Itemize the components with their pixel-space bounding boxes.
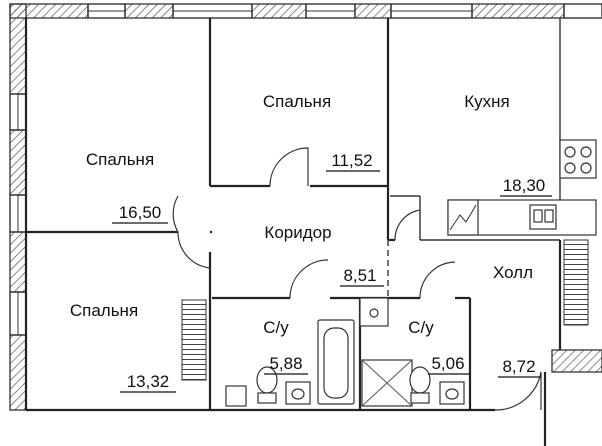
room-area: 8,51 <box>343 266 376 285</box>
room-name: Кухня <box>464 92 510 111</box>
room-name: С/у <box>408 318 434 337</box>
room-area: 8,72 <box>502 357 535 376</box>
room-hall: Холл 8,72 <box>493 263 541 378</box>
room-area: 18,30 <box>503 176 546 195</box>
room-area: 16,50 <box>119 203 162 222</box>
room-bathroom-left: С/у 5,88 <box>263 318 308 375</box>
room-corridor: Коридор 8,51 <box>264 223 384 287</box>
room-name: С/у <box>263 318 289 337</box>
room-area: 13,32 <box>127 372 170 391</box>
room-name: Коридор <box>264 223 331 242</box>
room-name: Спальня <box>263 92 331 111</box>
room-bathroom-right: С/у 5,06 <box>408 318 470 375</box>
room-area: 11,52 <box>331 151 372 170</box>
bathroom-fixtures <box>225 297 465 407</box>
room-bedroom-top-center: Спальня 11,52 <box>263 92 380 172</box>
stair-hatches <box>181 239 589 381</box>
room-kitchen: Кухня 18,30 <box>464 92 552 197</box>
room-area: 5,88 <box>269 354 302 373</box>
room-name: Холл <box>493 263 533 282</box>
doors <box>172 147 542 411</box>
room-name: Спальня <box>86 150 154 169</box>
room-name: Спальня <box>70 301 138 320</box>
room-area: 5,06 <box>431 354 464 373</box>
room-bedroom-top-left: Спальня 16,50 <box>86 150 168 224</box>
room-bedroom-bottom-left: Спальня 13,32 <box>70 301 176 393</box>
kitchen-fixtures <box>447 139 597 236</box>
interior-walls <box>24 18 562 446</box>
windows <box>9 3 602 336</box>
